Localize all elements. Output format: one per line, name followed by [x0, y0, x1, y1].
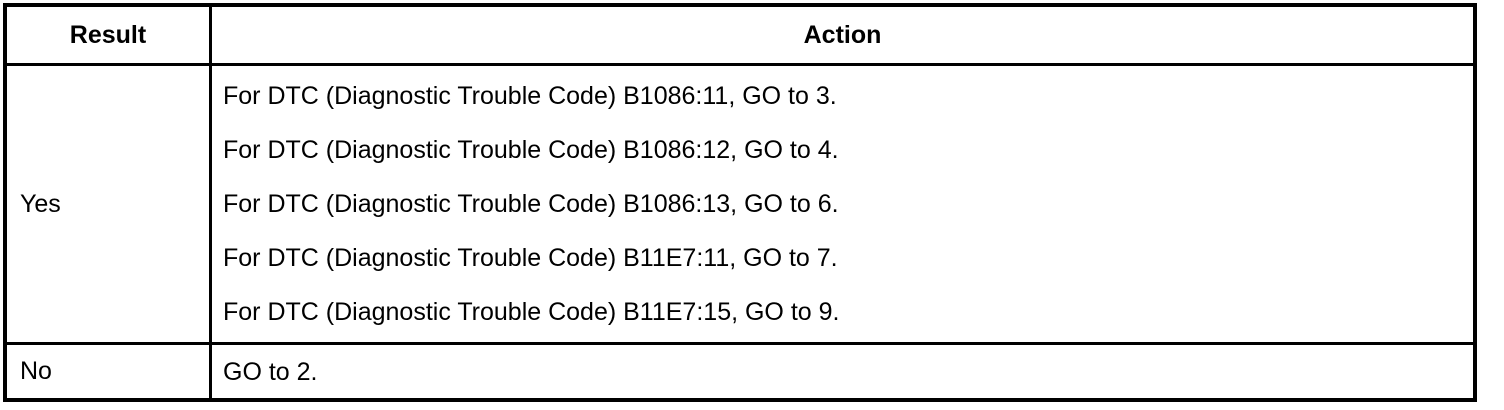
action-cell-no: GO to 2.: [212, 345, 1473, 398]
action-line: For DTC (Diagnostic Trouble Code) B1086:…: [223, 190, 839, 218]
column-header-result: Result: [7, 7, 212, 63]
table-header-row: Result Action: [7, 7, 1473, 66]
table-row-no: No GO to 2.: [7, 345, 1473, 398]
action-line: For DTC (Diagnostic Trouble Code) B1086:…: [223, 136, 839, 164]
result-action-table: Result Action Yes For DTC (Diagnostic Tr…: [3, 3, 1477, 402]
action-line: GO to 2.: [223, 357, 318, 386]
table-row-yes: Yes For DTC (Diagnostic Trouble Code) B1…: [7, 66, 1473, 345]
column-header-action: Action: [803, 20, 882, 49]
result-cell-no: No: [7, 345, 212, 398]
action-line: For DTC (Diagnostic Trouble Code) B1086:…: [223, 82, 837, 110]
action-cell-yes: For DTC (Diagnostic Trouble Code) B1086:…: [212, 66, 1473, 342]
action-line: For DTC (Diagnostic Trouble Code) B11E7:…: [223, 244, 838, 272]
result-cell-yes: Yes: [7, 66, 212, 342]
action-line: For DTC (Diagnostic Trouble Code) B11E7:…: [223, 298, 840, 326]
